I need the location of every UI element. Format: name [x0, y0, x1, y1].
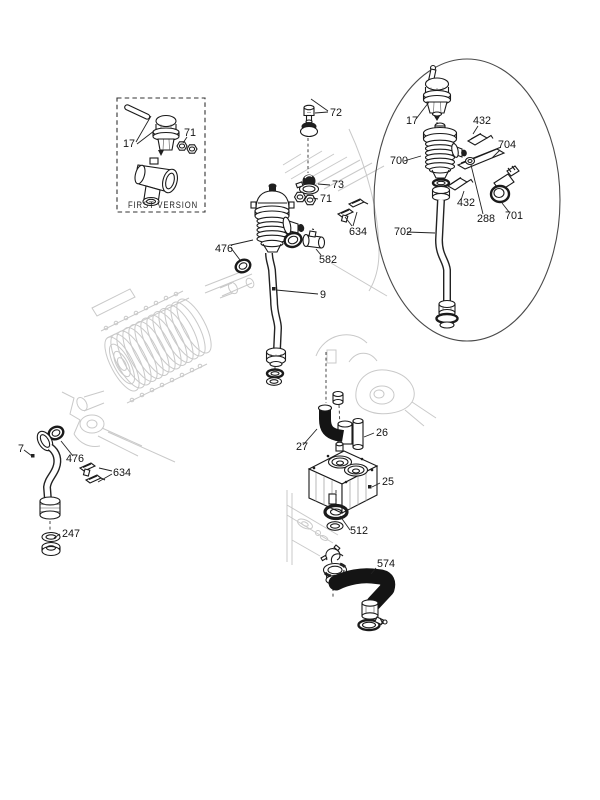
- hose-end-collar: [361, 599, 379, 620]
- inset-dashed-border: [116, 97, 206, 213]
- plug-cap: [332, 390, 344, 406]
- pipe-7: [36, 430, 62, 531]
- callout-247: 247: [62, 528, 80, 540]
- callout-27: 27: [296, 441, 308, 453]
- callout-476-central: 476: [215, 243, 233, 255]
- clip-432-lower: [446, 177, 474, 191]
- ring-476-pipe: [47, 425, 65, 441]
- air-vent-valve-17-detail: [422, 64, 452, 121]
- grommet-512: [323, 503, 349, 531]
- first-version-inset: [116, 97, 206, 213]
- callout-71-first-version: 71: [184, 127, 196, 139]
- tube-26: [352, 417, 364, 451]
- leader-lines: [23, 98, 510, 575]
- first-version-label: FIRST VERSION: [128, 200, 198, 210]
- callout-432-lower: 432: [457, 197, 475, 209]
- clips-634-pipe: [78, 462, 106, 484]
- callout-73: 73: [332, 179, 344, 191]
- trap-tank-25: [307, 441, 379, 514]
- return-pipe-group: [36, 425, 106, 557]
- fitting-582: [302, 228, 326, 249]
- clips-634-central: [336, 198, 369, 223]
- callout-634-central: 634: [349, 226, 367, 238]
- callout-512: 512: [350, 525, 368, 537]
- cap-73: [295, 174, 320, 195]
- detail-ellipse-view: [373, 58, 561, 342]
- frame-faint: [286, 490, 339, 565]
- flexible-pipe-702: [434, 199, 459, 329]
- callout-634-pipe: 634: [113, 467, 131, 479]
- callout-71-central: 71: [320, 193, 332, 205]
- hook-pin-72: [284, 92, 311, 112]
- cap-dark: [299, 122, 319, 138]
- callout-704: 704: [498, 139, 516, 151]
- manifold-body-first-version: [134, 157, 178, 207]
- detail-ellipse-outline: [373, 58, 561, 342]
- nuts-71-central: [293, 191, 317, 206]
- callout-25: 25: [382, 476, 394, 488]
- callout-7: 7: [18, 443, 24, 455]
- washer: [265, 368, 285, 379]
- fitting-701: [489, 165, 520, 204]
- pipe-9: [265, 252, 287, 386]
- callout-17-detail: 17: [406, 115, 418, 127]
- hose-clamp: [357, 616, 388, 632]
- callout-701: 701: [505, 210, 523, 222]
- callout-702: 702: [394, 226, 412, 238]
- elbow-27: [317, 404, 353, 445]
- background-faint-artwork: [61, 128, 437, 565]
- air-vent-valve-17-first-version: [152, 114, 180, 156]
- vent-pin: [124, 104, 151, 120]
- callout-288: 288: [477, 213, 495, 225]
- drain-hose-group-574: [320, 544, 396, 632]
- ring-476-central: [234, 258, 252, 274]
- callout-72: 72: [330, 107, 342, 119]
- callout-582: 582: [319, 254, 337, 266]
- callout-574: 574: [377, 558, 395, 570]
- central-valve-assembly: [234, 92, 369, 386]
- condensate-trap-group: [307, 352, 379, 531]
- drain-hose-574: [328, 568, 396, 611]
- o-ring-seal: [461, 149, 467, 157]
- nuts-71-first-version: [176, 141, 198, 154]
- callout-700: 700: [390, 155, 408, 167]
- heat-exchanger-faint: [76, 277, 255, 412]
- valve-body-9: [250, 183, 305, 253]
- spring-clamp: [320, 544, 344, 564]
- callout-476-pipe: 476: [66, 453, 84, 465]
- valve-core-72: [303, 104, 315, 124]
- callout-labels: 17 71 72 73 71 634 582 476 9 700 17 432 …: [18, 107, 523, 570]
- callout-17-first-version: 17: [123, 138, 135, 150]
- bracket-faint: [61, 391, 176, 463]
- gasket: [265, 377, 283, 386]
- washer-nut-247: [41, 531, 61, 557]
- outlet-ring: [283, 231, 303, 249]
- callout-432-upper: 432: [473, 115, 491, 127]
- clip-432-upper: [466, 133, 494, 146]
- o-ring-seal: [297, 224, 305, 232]
- pump-volute-faint: [315, 334, 437, 427]
- callout-26: 26: [376, 427, 388, 439]
- callout-9: 9: [320, 289, 326, 301]
- ring-288: [464, 156, 476, 166]
- valve-body-700: [422, 122, 467, 202]
